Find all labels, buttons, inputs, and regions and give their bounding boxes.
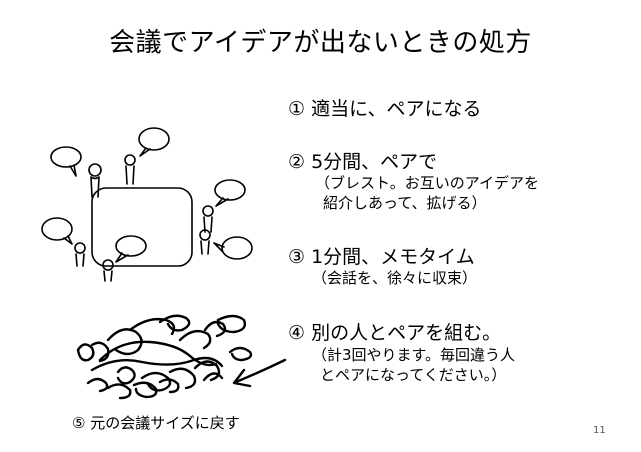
step-2-note-line-2: 紹介しあって、拡げる） (323, 194, 487, 212)
step-5: ⑤ 元の会議サイズに戻す (72, 414, 240, 432)
step-1: ① 適当に、ペアになる (288, 98, 482, 120)
arrow-icon (234, 358, 287, 384)
speech-bubble (41, 217, 73, 245)
speech-bubble (50, 146, 82, 177)
step-4: ④ 別の人とペアを組む。 (288, 322, 502, 344)
step-3: ③ 1分間、メモタイム (288, 246, 475, 268)
person-figure (102, 259, 114, 282)
step-4-note-line-2: とペアになってください。） (320, 366, 507, 384)
person-figure (88, 163, 102, 198)
person-figure (202, 205, 214, 233)
person-figure (74, 242, 86, 267)
speech-bubble (115, 235, 147, 263)
person-figure (199, 229, 211, 255)
speech-bubble (213, 236, 253, 260)
step-4-note-line-1: （計3回やります。毎回違う人 (312, 346, 516, 364)
speech-bubble (138, 127, 170, 157)
step-2-note-line-1: （ブレスト。お互いのアイデアを (315, 174, 539, 192)
step-2: ② 5分間、ペアで (288, 151, 438, 173)
page-number: 11 (593, 425, 606, 436)
speech-bubble (214, 179, 246, 207)
person-figure (124, 154, 136, 185)
slide-title: 会議でアイデアが出ないときの処方 (109, 28, 532, 58)
step-3-note: （会話を、徐々に収束） (312, 269, 478, 287)
meeting-table (91, 187, 193, 267)
